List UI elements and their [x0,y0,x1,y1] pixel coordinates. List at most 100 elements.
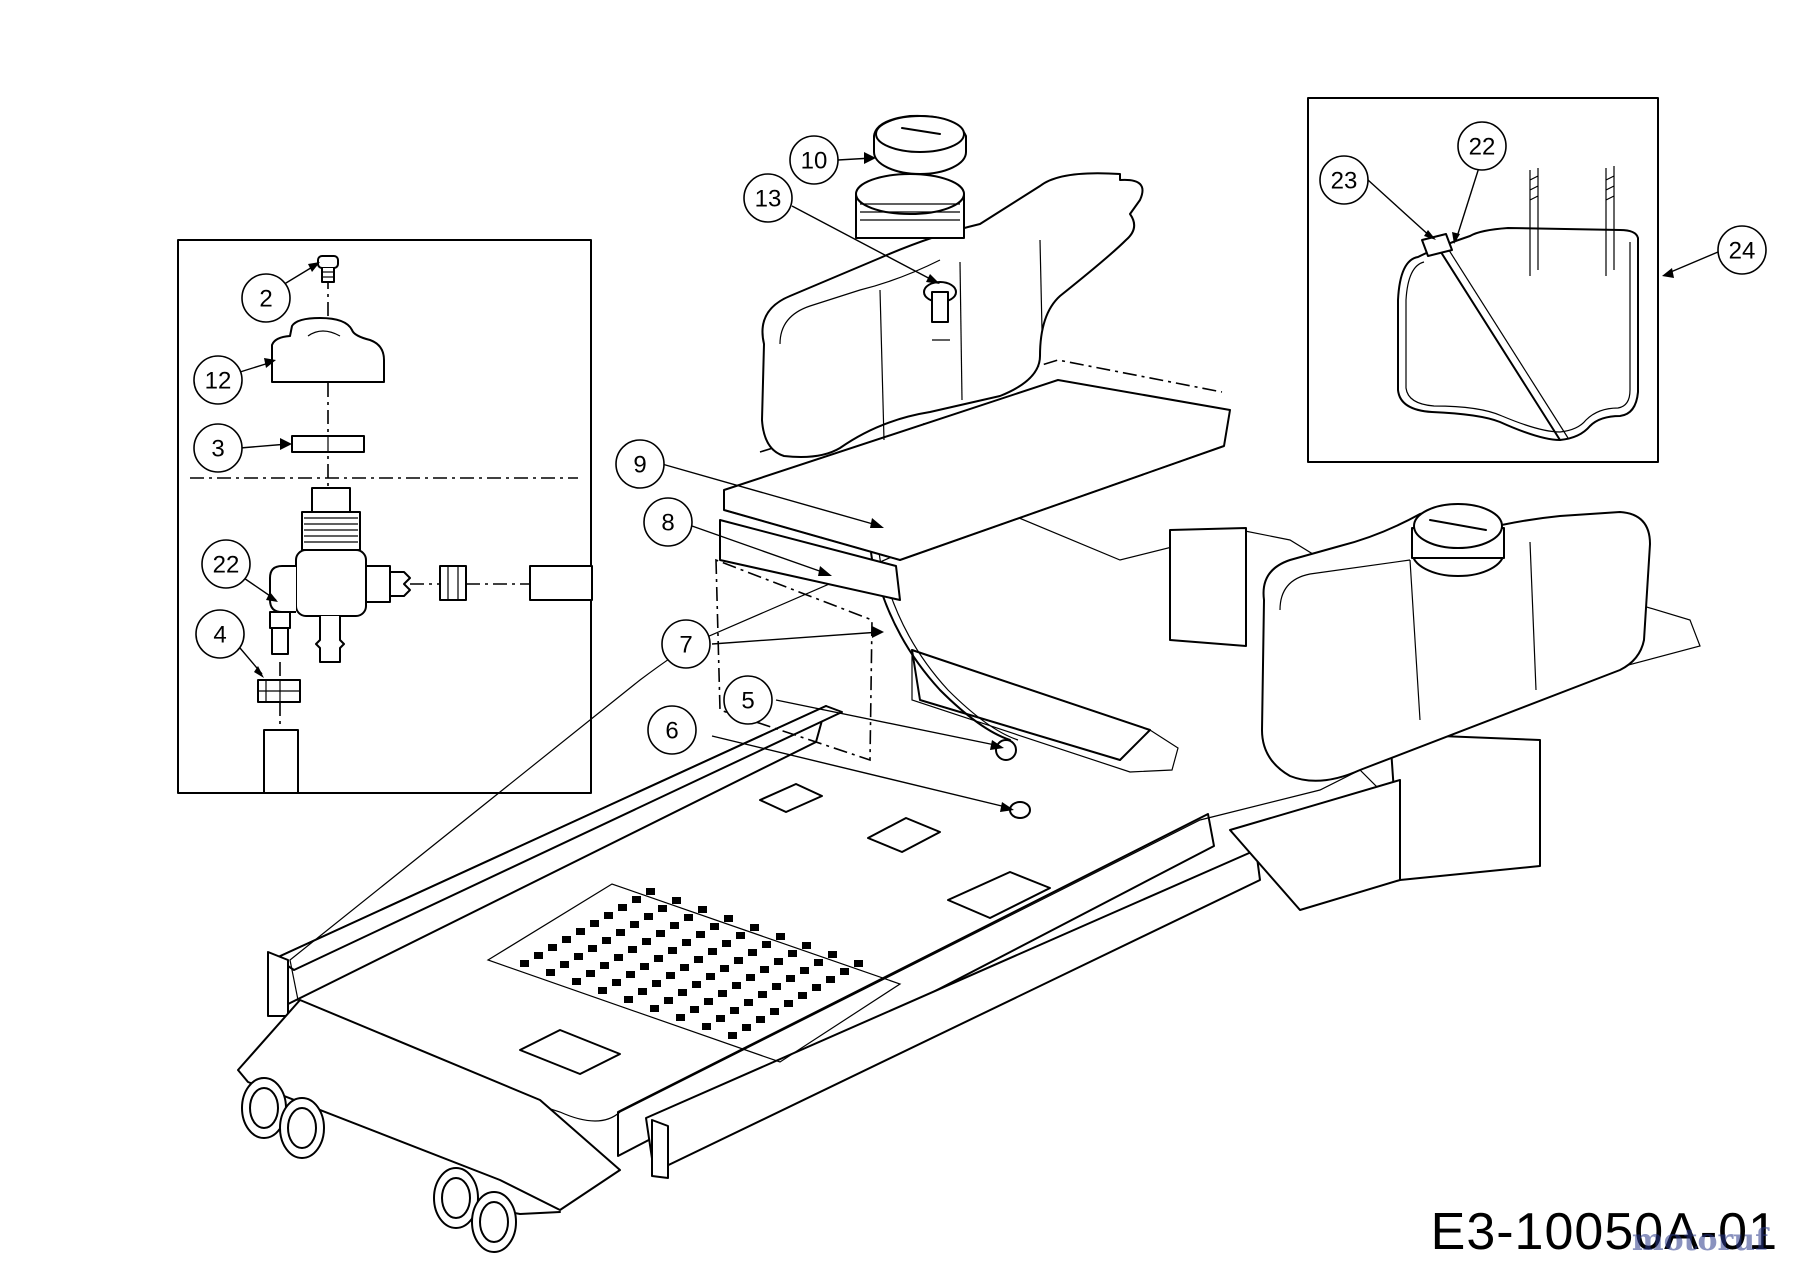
axle-tube-1 [241,1077,287,1139]
floor-plate-hole [574,953,583,960]
callouts: 2 12 3 22 4 6 5 7 8 9 10 13 22 23 24 [193,121,1767,812]
floor-plate-hole [534,952,543,959]
floor-plate-hole [788,950,797,957]
floor-plate-hole [678,989,687,996]
watermark-logo: motoruf [1631,1223,1768,1258]
screw-part [317,255,339,283]
floor-plate-hole [590,920,599,927]
floor-plate-hole [704,998,713,1005]
floor-plate-hole [640,963,649,970]
floor-plate-hole [776,933,785,940]
floor-plate-hole [716,1015,725,1022]
floor-plate-hole [774,958,783,965]
floor-plate-hole [746,974,755,981]
main-frame-assembly [237,114,1701,1253]
floor-plate-hole [798,992,807,999]
floor-plate-hole [572,978,581,985]
floor-plate-hole [626,971,635,978]
floor-plate-hole [670,922,679,929]
floor-plate-hole [576,928,585,935]
svg-text:22: 22 [213,552,240,579]
floor-plate-hole [646,888,655,895]
floor-plate-hole [672,897,681,904]
svg-text:9: 9 [633,452,646,479]
fuel-valve-detail-box [177,239,593,794]
lower-hose-stub [263,729,299,794]
fuel-tank-left [761,114,1144,458]
floor-plate-hole [548,944,557,951]
floor-plate-hole [784,1000,793,1007]
svg-text:7: 7 [679,632,692,659]
floor-plate-hole [706,973,715,980]
floor-plate-hole [692,981,701,988]
drawing-code: E3-10050A-01 [1430,1203,1778,1261]
callout-24: 24 [1717,225,1767,275]
floor-plate-hole [560,961,569,968]
floor-plate-hole [800,967,809,974]
floor-plate-hole [546,969,555,976]
floor-plate-hole [698,906,707,913]
perforated-floor-plate [486,883,902,1063]
floor-plate-hole [756,1016,765,1023]
floor-plate-hole [664,997,673,1004]
valve-knob-part [271,317,385,383]
callout-10: 10 [789,135,839,185]
floor-plate-hole [666,972,675,979]
floor-plate-hole [802,942,811,949]
callout-12: 22 [201,539,251,589]
floor-plate-hole [750,924,759,931]
floor-plate-hole [676,1014,685,1021]
floor-plate-hole [588,945,597,952]
floor-plate-hole [814,959,823,966]
floor-plate-hole [760,966,769,973]
hose-clip-part [439,565,467,601]
floor-plate-hole [840,968,849,975]
floor-plate-hole [744,999,753,1006]
svg-text:3: 3 [211,436,224,463]
floor-plate-hole [734,957,743,964]
callout-9: 9 [615,439,665,489]
floor-plate-hole [586,970,595,977]
fuel-valve-part [269,487,411,663]
floor-plate-hole [638,988,647,995]
callout-2: 2 [241,273,291,323]
floor-plate-hole [562,936,571,943]
floor-plate-hole [684,914,693,921]
callout-8: 8 [643,497,693,547]
tank-section-detail-box [1307,97,1659,463]
svg-text:6: 6 [665,718,678,745]
floor-plate-hole [694,956,703,963]
floor-plate-hole [696,931,705,938]
callout-23: 23 [1319,155,1369,205]
floor-plate-hole [758,991,767,998]
floor-plate-hole [762,941,771,948]
floor-plate-hole [630,921,639,928]
floor-plate-hole [632,896,641,903]
floor-plate-hole [668,947,677,954]
floor-plate-hole [770,1008,779,1015]
floor-plate-hole [690,1006,699,1013]
floor-plate-hole [786,975,795,982]
floor-plate-hole [854,960,863,967]
floor-plate-hole [624,996,633,1003]
fuel-cap-left [873,114,967,175]
callout-6: 6 [647,705,697,755]
svg-text:22: 22 [1469,134,1496,161]
floor-plate-hole [720,965,729,972]
floor-plate-hole [826,976,835,983]
callout-3: 3 [193,423,243,473]
floor-plate-hole [628,946,637,953]
floor-plate-hole [644,913,653,920]
svg-text:10: 10 [801,148,828,175]
floor-plate-hole [604,912,613,919]
floor-plate-hole [748,949,757,956]
svg-text:8: 8 [661,510,674,537]
callout-4: 4 [195,609,245,659]
floor-plate-hole [616,929,625,936]
lower-clip-part [257,679,301,703]
floor-plate-hole [702,1023,711,1030]
floor-plate-hole [730,1007,739,1014]
floor-plate-hole [724,915,733,922]
floor-plate-hole [682,939,691,946]
